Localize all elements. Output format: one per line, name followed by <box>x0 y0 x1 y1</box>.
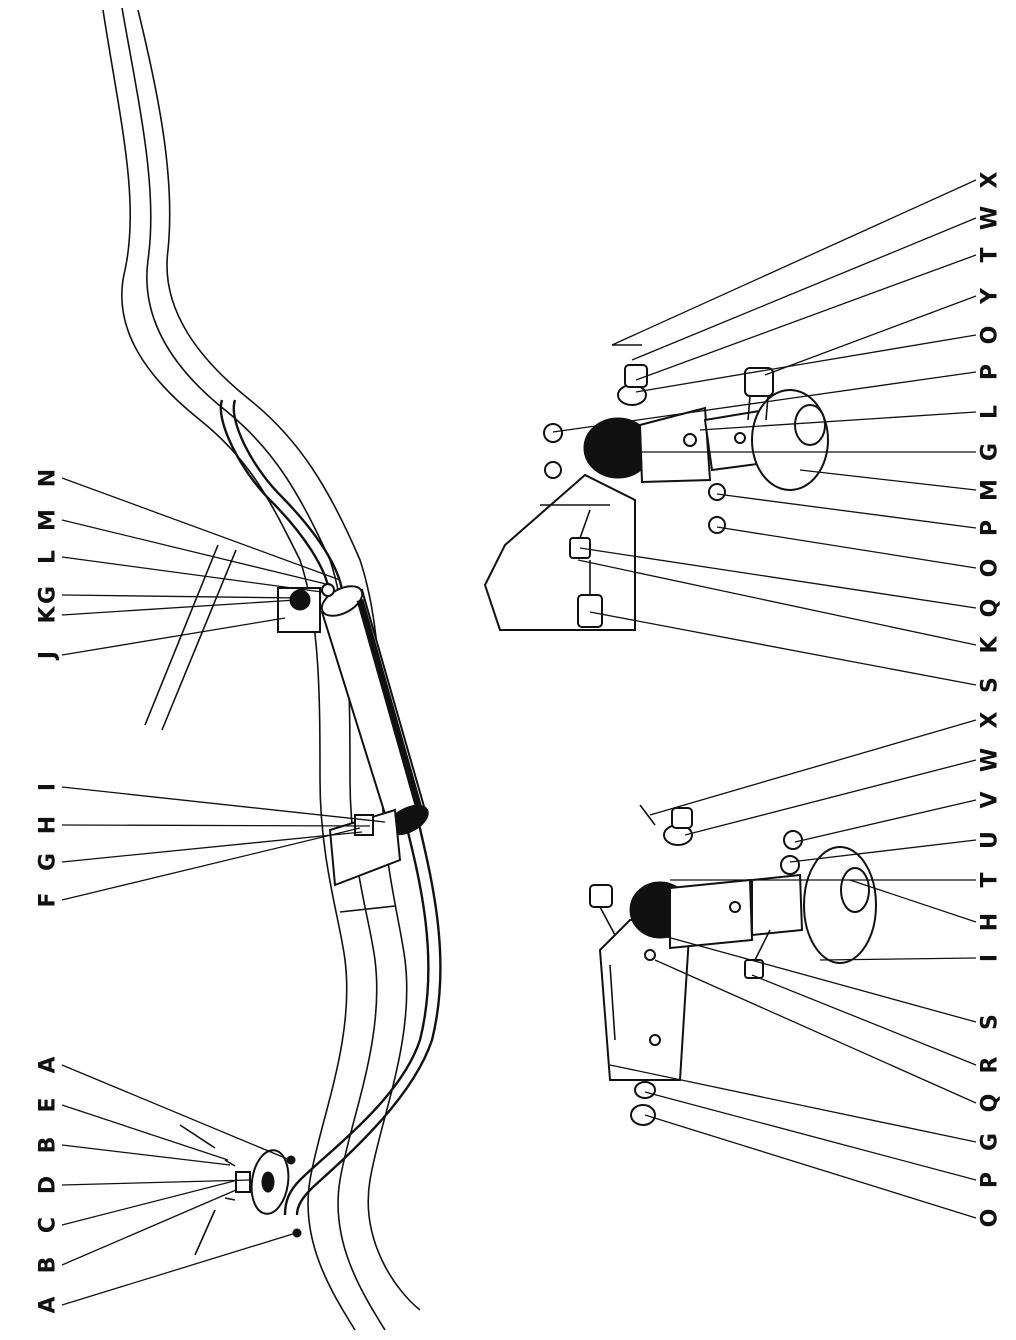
leader-line <box>609 1064 977 1143</box>
leader-line <box>644 1114 977 1219</box>
muffler <box>320 585 429 836</box>
front-hanger-bracket <box>277 583 335 633</box>
leader-line <box>849 879 977 923</box>
leader-line <box>644 1091 977 1181</box>
callout-labels: ABCDBEAFGHIJKGLMNOPGQRSIHTUVWXSKQOPMGLPO… <box>36 171 1003 1313</box>
callout-letter: G <box>36 853 61 871</box>
callout-letter: H <box>36 816 61 834</box>
leader-line <box>61 477 341 581</box>
leader-line <box>61 1179 239 1226</box>
callout-letter: X <box>978 171 1003 188</box>
leader-line <box>716 493 977 529</box>
leader-line <box>659 934 977 1023</box>
leader-line <box>789 839 977 863</box>
callout-letter: L <box>978 405 1003 419</box>
leader-line <box>794 799 977 843</box>
callout-letter: U <box>978 831 1003 849</box>
callout-letter: I <box>36 783 61 791</box>
callout-letter: R <box>978 1056 1003 1073</box>
leader-line <box>61 1179 251 1186</box>
callout-letter: V <box>978 791 1003 808</box>
callout-letter: O <box>978 559 1003 578</box>
leader-line <box>699 411 977 431</box>
callout-letter: P <box>978 1172 1003 1188</box>
leader-line <box>579 547 977 609</box>
callout-letter: O <box>978 326 1003 345</box>
leader-line <box>61 599 297 616</box>
leader-line <box>799 469 977 491</box>
leader-line <box>631 217 977 361</box>
callout-letter: K <box>978 636 1003 654</box>
callout-letter: W <box>978 206 1003 230</box>
leader-line <box>61 1064 291 1161</box>
callout-letter: S <box>978 1014 1003 1030</box>
leader-line <box>684 759 977 836</box>
callout-letter: B <box>36 1137 61 1154</box>
leader-line <box>61 556 323 593</box>
leader-line <box>61 1232 297 1306</box>
leader-line <box>61 786 386 823</box>
callout-letter: Q <box>978 1094 1003 1113</box>
callout-letter: Y <box>978 287 1003 305</box>
callout-letter: J <box>36 651 61 661</box>
leader-line <box>61 519 331 586</box>
callout-letter: P <box>978 364 1003 380</box>
callout-letter: M <box>36 509 61 531</box>
leader-line <box>611 179 977 346</box>
leader-line <box>654 959 977 1104</box>
mid-hanger-bracket <box>328 808 402 913</box>
leader-line <box>635 334 977 393</box>
leader-line <box>589 611 977 686</box>
callout-letter: T <box>978 247 1003 262</box>
callout-letter: L <box>36 550 61 564</box>
leader-line <box>61 1104 229 1161</box>
callout-letter: F <box>36 892 61 907</box>
callout-letter: A <box>36 1296 61 1313</box>
leader-line <box>61 594 301 599</box>
callout-letter: C <box>36 1217 61 1233</box>
callout-letter: Q <box>978 599 1003 618</box>
front-mount-exploded <box>483 344 829 631</box>
leader-line <box>61 827 361 901</box>
leader-line <box>61 831 363 863</box>
callout-letter: G <box>978 1133 1003 1151</box>
leader-lines <box>61 179 977 1306</box>
callout-letter: G <box>36 586 61 604</box>
leader-line <box>61 1144 231 1166</box>
callout-letter: G <box>978 443 1003 461</box>
leader-line <box>61 824 371 827</box>
callout-letter: X <box>978 711 1003 728</box>
leader-line <box>751 974 977 1066</box>
exhaust-pipe <box>219 399 442 1216</box>
callout-letter: P <box>978 520 1003 536</box>
callout-letter: B <box>36 1257 61 1274</box>
callout-letter: D <box>36 1176 61 1194</box>
leader-line <box>61 617 286 656</box>
callout-letter: M <box>978 479 1003 501</box>
leader-line <box>819 957 977 961</box>
leader-line <box>635 254 977 381</box>
callout-letter: S <box>978 677 1003 693</box>
callout-letter: N <box>36 469 61 487</box>
leader-line <box>552 371 977 433</box>
callout-letter: W <box>978 748 1003 772</box>
leader-line <box>716 526 977 569</box>
leader-line <box>764 295 977 376</box>
leader-line <box>649 719 977 816</box>
callout-letter: E <box>36 1097 61 1112</box>
flange-assembly <box>179 1124 302 1256</box>
callout-letter: A <box>36 1056 61 1073</box>
callout-letter: K <box>36 606 61 624</box>
rear-mount-exploded <box>589 804 877 1126</box>
callout-letter: O <box>978 1209 1003 1228</box>
leader-line <box>577 559 977 646</box>
callout-letter: I <box>978 954 1003 962</box>
leader-line <box>61 1189 237 1266</box>
callout-letter: H <box>978 913 1003 931</box>
callout-letter: T <box>978 872 1003 887</box>
